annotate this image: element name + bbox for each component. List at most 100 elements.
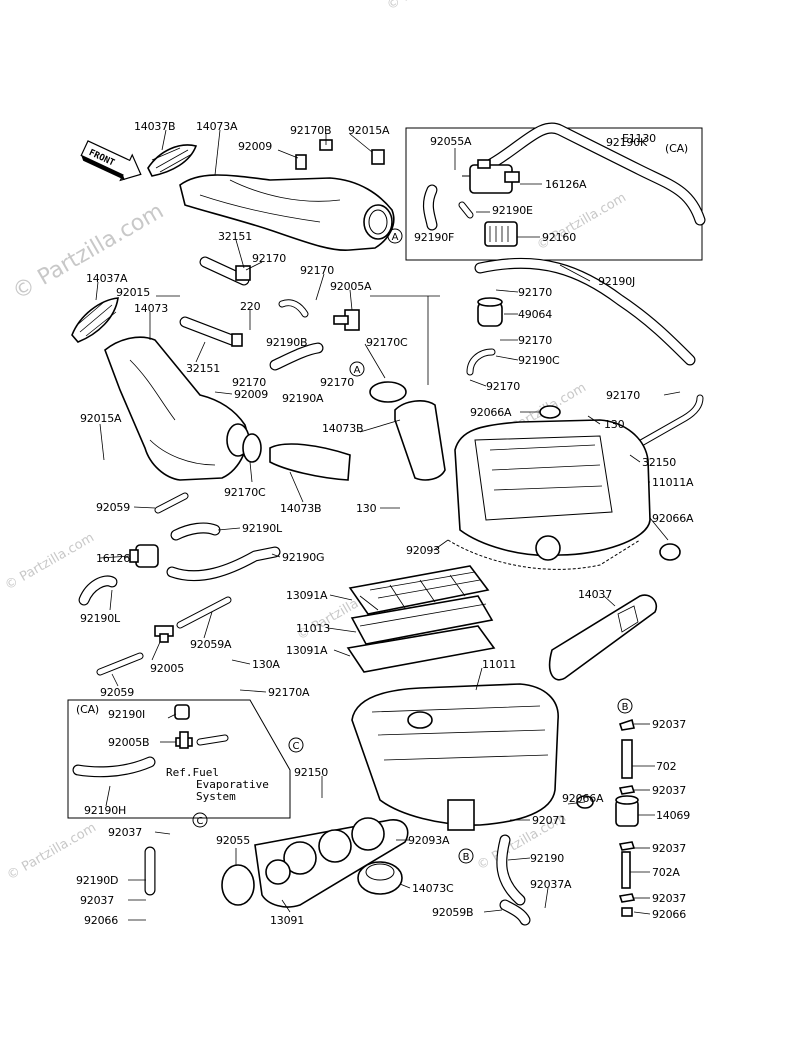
part-label: 92037A	[530, 878, 572, 891]
part-label: 92190F	[414, 231, 454, 244]
svg-text:C: C	[293, 741, 300, 752]
watermark-text: © Partzilla.com	[385, 0, 479, 13]
part-label: 92009	[238, 140, 272, 153]
part-label: 92037	[108, 826, 142, 839]
o-ring-92055	[221, 864, 255, 906]
part-label: 13091A	[286, 644, 328, 657]
hose-92190C	[466, 348, 496, 376]
part-label: 92059B	[432, 906, 473, 919]
part-label: 220	[240, 300, 261, 313]
diagram-code: E1130	[622, 132, 656, 145]
tee-92005A	[333, 309, 360, 331]
svg-text:C: C	[197, 816, 204, 827]
part-label: 92037	[652, 784, 686, 797]
hose-92190G	[166, 546, 281, 582]
callout-A-top: A	[387, 228, 403, 244]
filter-element-11013	[350, 595, 494, 645]
part-label: 92160	[542, 231, 576, 244]
part-label: 92066	[84, 914, 118, 927]
inset-top-ca: E1130 (CA) 92055A 92190K 16126A 92190E 9…	[405, 122, 706, 261]
part-label: 32151	[218, 230, 252, 243]
part-label: 92170	[232, 376, 266, 389]
part-label: 11011	[482, 658, 516, 671]
part-labels: 14037B 14073A 92170B 92015A 92009 32151 …	[76, 120, 694, 927]
hose-92190A	[269, 342, 324, 371]
part-label: 92066A	[652, 512, 694, 525]
part-label: 92066	[652, 908, 686, 921]
ref-note-line2: Evaporative	[196, 778, 269, 791]
airbox-cover-11011A	[447, 405, 681, 570]
part-label: 14073B	[280, 502, 321, 515]
part-label: 92037	[652, 842, 686, 855]
svg-text:A: A	[354, 365, 361, 376]
part-label: 92190J	[598, 275, 635, 288]
gasket-13091A	[346, 625, 496, 673]
part-label: 92037	[652, 718, 686, 731]
part-label: 92009	[234, 388, 268, 401]
tube-32151	[179, 256, 251, 347]
svg-text:B: B	[622, 702, 629, 713]
part-label: 13091A	[286, 589, 328, 602]
part-label: 16126A	[545, 178, 587, 191]
part-label: 92015A	[80, 412, 122, 425]
part-label: 92015	[116, 286, 150, 299]
part-label: 92037	[80, 894, 114, 907]
part-label: 92059	[96, 501, 130, 514]
cover-14037	[548, 594, 658, 681]
grille-14037A	[71, 297, 119, 343]
part-label: 92190H	[84, 804, 126, 817]
hose-92059A	[176, 596, 232, 629]
filter-49064	[477, 297, 503, 327]
part-label: 92170C	[224, 486, 266, 499]
duct-14073	[104, 336, 250, 481]
tee-92005	[154, 625, 174, 643]
part-label: 92170B	[290, 124, 331, 137]
part-label: 92093	[406, 544, 440, 557]
part-label: 130	[604, 418, 625, 431]
part-label: 92190B	[266, 336, 307, 349]
part-label: 92170C	[366, 336, 408, 349]
part-label: 92190G	[282, 551, 324, 564]
duct-14073A	[179, 139, 395, 251]
holder-13091	[254, 817, 409, 908]
part-label: 92170	[606, 389, 640, 402]
duct-14073C	[357, 861, 403, 895]
front-arrow-icon: FRONT	[80, 140, 142, 182]
svg-text:B: B	[463, 852, 470, 863]
part-label: 92190	[530, 852, 564, 865]
valve-16126	[129, 544, 159, 568]
svg-text:A: A	[392, 232, 399, 243]
grille-14037B	[147, 144, 198, 177]
hose-92190B	[278, 299, 309, 318]
part-label: 92170	[518, 334, 552, 347]
part-label: 92005B	[108, 736, 149, 749]
inset-ca-label: (CA)	[665, 142, 688, 155]
hose-92190J	[474, 257, 696, 366]
inset-bottom-ca: (CA) Ref.Fuel Evaporative System	[67, 699, 291, 819]
part-label: 11011A	[652, 476, 694, 489]
inset-ca-label: (CA)	[76, 703, 99, 716]
part-label: 14069	[656, 809, 690, 822]
part-label: 16126	[96, 552, 130, 565]
part-label: 92150	[294, 766, 328, 779]
hose-92059-b	[96, 652, 144, 676]
hose-92059	[154, 492, 189, 514]
part-label: 92190E	[492, 204, 533, 217]
part-label: 92170	[252, 252, 286, 265]
part-label: 130A	[252, 658, 280, 671]
ref-note-line1: Ref.Fuel	[166, 766, 219, 779]
part-label: 92190L	[80, 612, 121, 625]
filter-13091A-top	[348, 565, 490, 615]
part-label: 92059	[100, 686, 134, 699]
callout-C-left: C	[192, 812, 208, 828]
part-label: 14037A	[86, 272, 128, 285]
part-label: 14037B	[134, 120, 175, 133]
part-label: 92190K	[606, 136, 648, 149]
part-label: 11013	[296, 622, 330, 635]
callout-C-mid: C	[288, 737, 304, 753]
part-label: 92190A	[282, 392, 324, 405]
part-label: 92059A	[190, 638, 232, 651]
part-label: 14037	[578, 588, 612, 601]
